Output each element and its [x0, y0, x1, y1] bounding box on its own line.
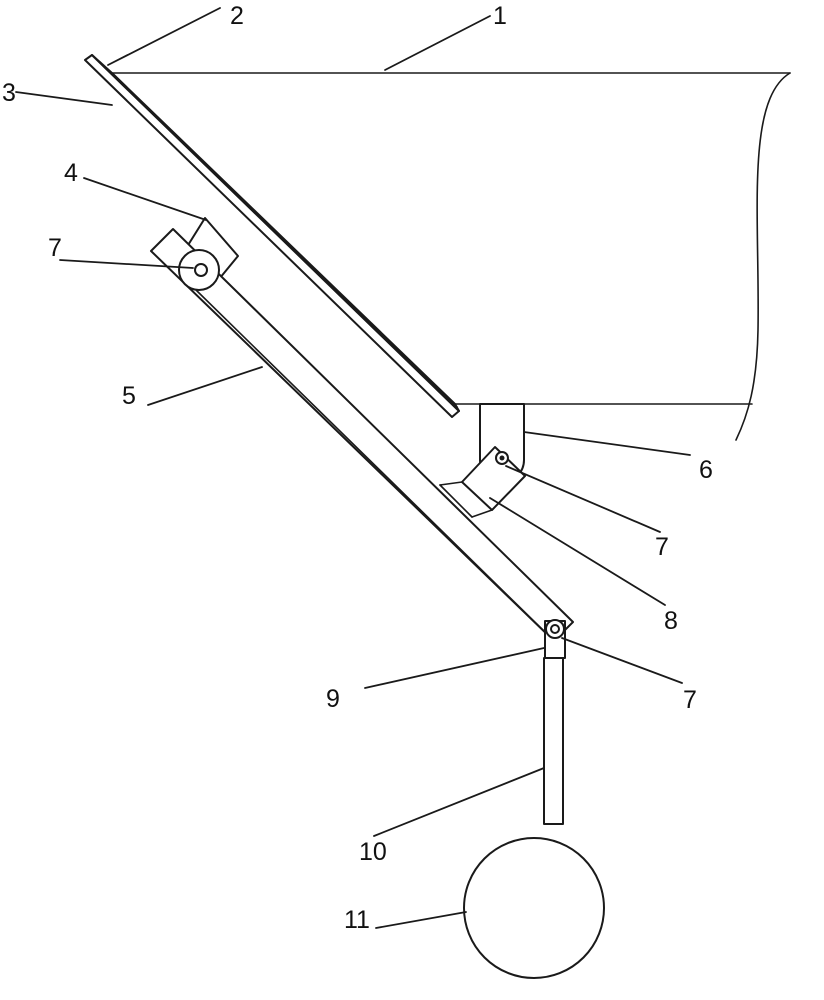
float-ball	[463, 837, 605, 979]
inclined-plate	[84, 54, 460, 418]
callout-11: 11	[344, 906, 370, 934]
callout-9: 9	[326, 685, 340, 713]
callout-7-upper: 7	[48, 234, 62, 262]
callout-1: 1	[493, 2, 507, 30]
callout-10: 10	[359, 838, 387, 866]
strut-link	[439, 446, 526, 518]
callout-7-hull: 7	[655, 533, 669, 561]
callout-labels: 1 2 3 4 7 5 6 7 8 9 7 10 11	[2, 2, 713, 934]
callout-6: 6	[699, 456, 713, 484]
pivot-upper	[178, 249, 220, 291]
callout-5: 5	[122, 382, 136, 410]
callout-3: 3	[2, 79, 16, 107]
lower-connector	[544, 619, 566, 659]
pivot-hull	[495, 451, 509, 465]
callout-4: 4	[64, 159, 78, 187]
callout-2: 2	[230, 2, 244, 30]
callout-7-lower: 7	[683, 686, 697, 714]
callout-8: 8	[664, 607, 678, 635]
hanging-rod	[543, 657, 564, 825]
leader-lines	[15, 7, 691, 929]
